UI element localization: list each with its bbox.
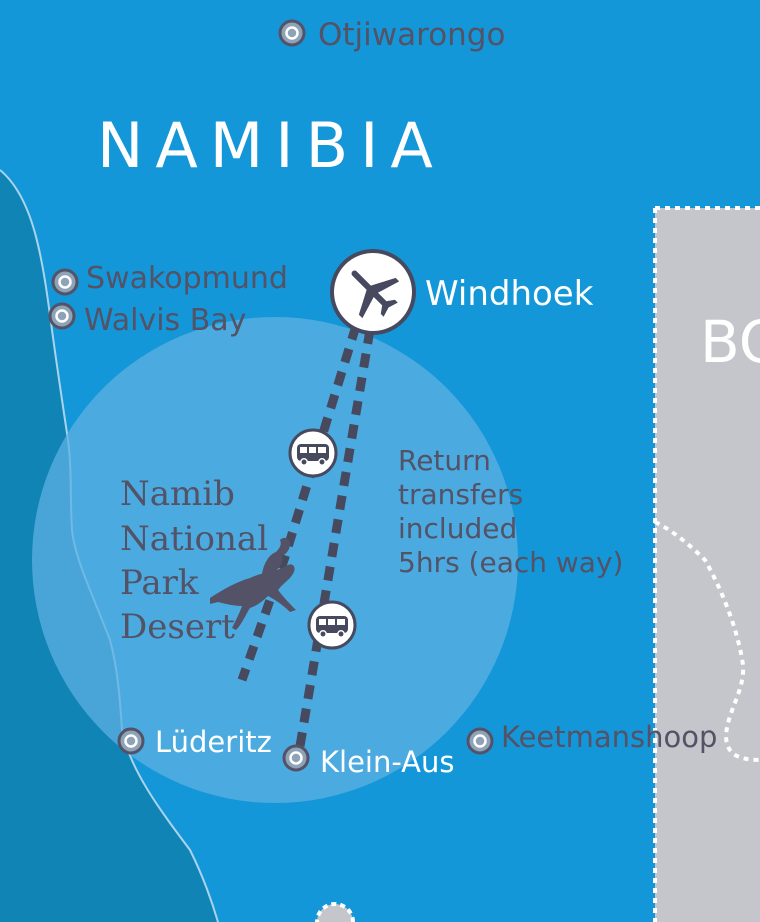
place-marker — [282, 744, 310, 772]
horse-rider-icon — [210, 537, 296, 630]
place-marker — [466, 727, 494, 755]
neighbour-border — [653, 206, 760, 922]
transfer-note-line: Return — [398, 444, 491, 477]
partial-marker — [315, 902, 355, 922]
region-label-line: Park — [120, 563, 199, 603]
bus-icon — [288, 428, 338, 478]
place-keetmanshoop[interactable]: Keetmanshoop — [466, 720, 717, 755]
place-label: Keetmanshoop — [501, 720, 717, 754]
neighbour-country — [655, 208, 760, 922]
neighbour-label: BO — [700, 308, 760, 376]
windhoek-hub[interactable]: Windhoek — [330, 249, 594, 335]
place-label: Walvis Bay — [84, 303, 246, 338]
sea-area — [0, 170, 218, 922]
hub-label: Windhoek — [425, 274, 594, 314]
place-marker — [117, 727, 145, 755]
place-label: Swakopmund — [86, 261, 288, 296]
place-marker — [51, 268, 79, 296]
place-marker-inner — [285, 26, 299, 40]
transfer-note: Return transfers included 5hrs (each way… — [398, 444, 623, 579]
place-marker — [278, 19, 306, 47]
place-marker-inner — [473, 734, 487, 748]
region-label-line: Namib — [120, 474, 235, 514]
region-label: Namib National Park Desert — [120, 474, 279, 647]
place-luderitz[interactable]: Lüderitz — [117, 725, 272, 759]
place-marker — [48, 302, 76, 330]
place-label: Lüderitz — [155, 725, 272, 759]
place-swakopmund[interactable]: Swakopmund — [51, 261, 288, 296]
place-label: Klein-Aus — [320, 745, 455, 779]
airplane-icon — [351, 270, 400, 319]
route-windhoek-luderitz-line — [237, 324, 361, 682]
place-klein-aus[interactable]: Klein-Aus — [282, 744, 455, 779]
route-windhoek-kleinaus-line — [293, 329, 375, 759]
region-label-line: National — [120, 519, 268, 559]
place-marker-inner — [289, 751, 303, 765]
region-label-line: Desert — [120, 607, 235, 647]
place-marker-inner — [55, 309, 69, 323]
place-marker-inner — [124, 734, 138, 748]
country-label: NAMIBIA — [97, 109, 445, 182]
transfer-note-line: included — [398, 512, 517, 545]
bus-icon — [307, 600, 357, 650]
transfer-note-line: transfers — [398, 478, 523, 511]
transfer-note-line: 5hrs (each way) — [398, 546, 623, 579]
place-walvis-bay[interactable]: Walvis Bay — [48, 302, 246, 338]
place-otjiwarongo[interactable]: Otjiwarongo — [278, 17, 505, 53]
place-marker-inner — [58, 275, 72, 289]
place-label: Otjiwarongo — [318, 17, 505, 53]
